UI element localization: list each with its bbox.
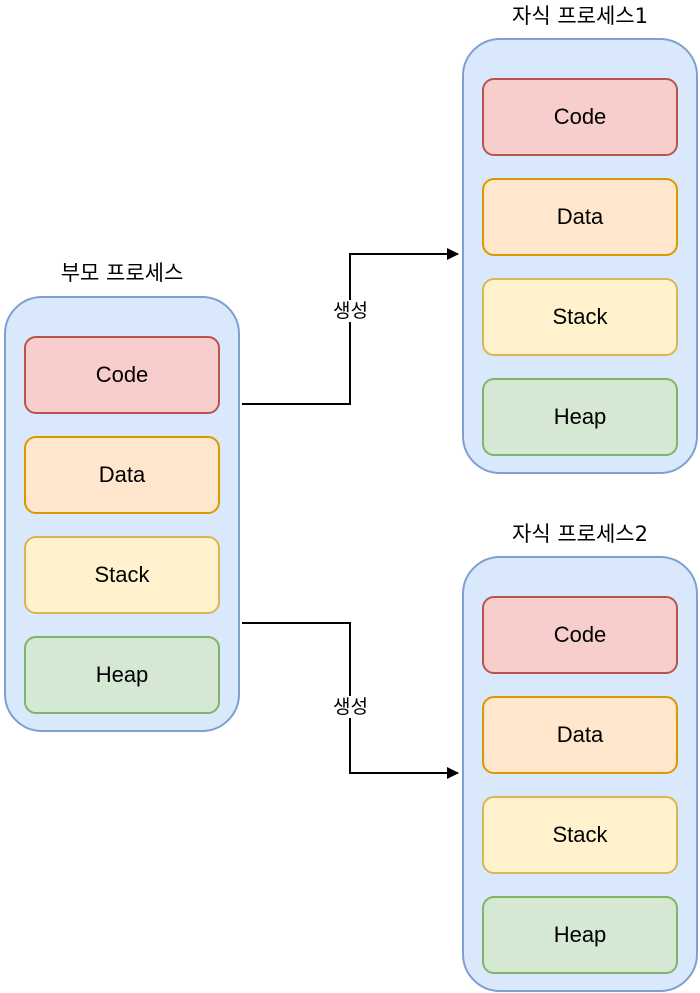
child1-process-title: 자식 프로세스1: [512, 4, 648, 28]
child2-process: Code Data Stack Heap: [462, 556, 698, 992]
parent-code-segment: Code: [24, 336, 220, 414]
parent-heap-segment: Heap: [24, 636, 220, 714]
child1-data-segment: Data: [482, 178, 678, 256]
child2-process-title: 자식 프로세스2: [512, 522, 648, 546]
child2-data-segment: Data: [482, 696, 678, 774]
child1-process: Code Data Stack Heap: [462, 38, 698, 474]
edge-label-create-child1: 생성: [332, 300, 369, 322]
child2-code-segment: Code: [482, 596, 678, 674]
parent-process: Code Data Stack Heap: [4, 296, 240, 732]
parent-stack-segment: Stack: [24, 536, 220, 614]
child1-heap-segment: Heap: [482, 378, 678, 456]
child1-stack-segment: Stack: [482, 278, 678, 356]
parent-process-title: 부모 프로세스: [60, 261, 184, 285]
child2-stack-segment: Stack: [482, 796, 678, 874]
child2-heap-segment: Heap: [482, 896, 678, 974]
edge-label-create-child2: 생성: [332, 696, 369, 718]
edge-parent-to-child1: [242, 248, 459, 405]
child1-code-segment: Code: [482, 78, 678, 156]
parent-data-segment: Data: [24, 436, 220, 514]
